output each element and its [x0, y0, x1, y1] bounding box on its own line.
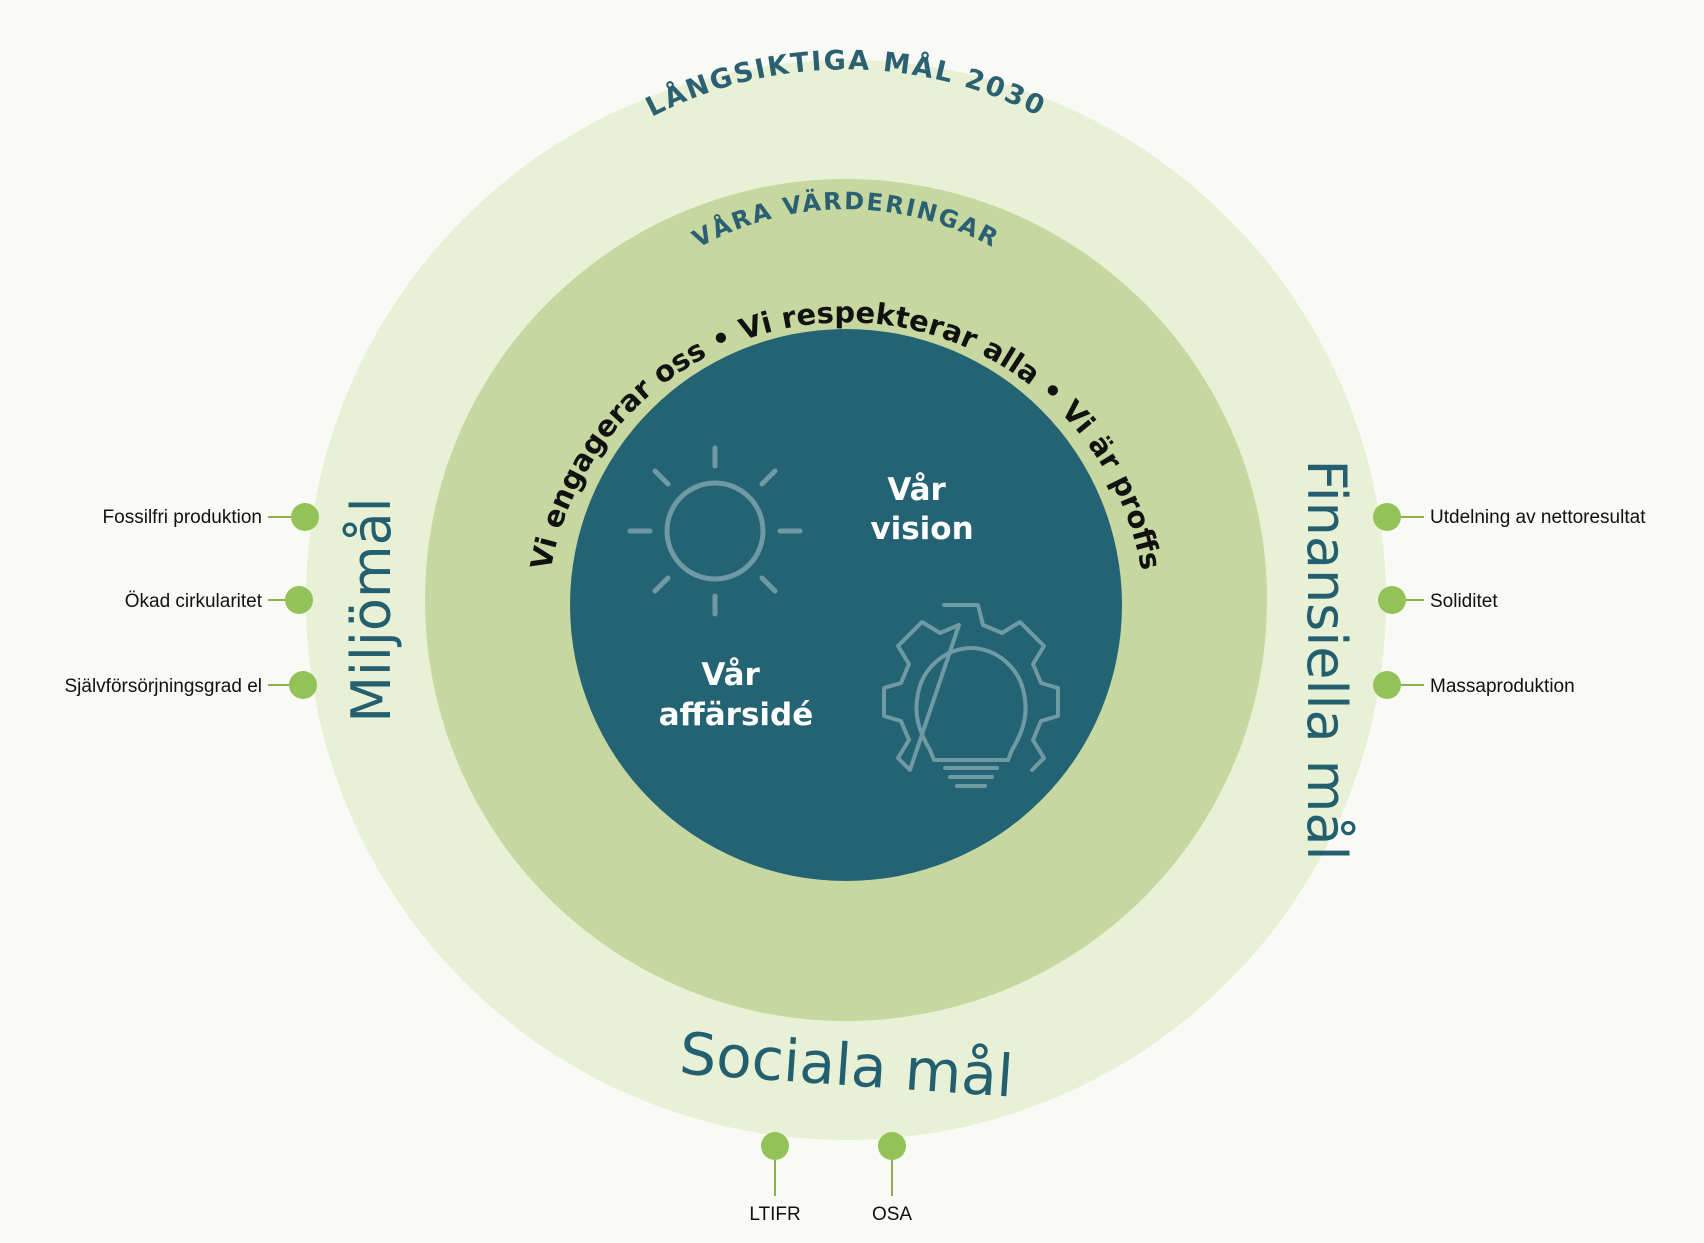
social-goal-item: OSA	[872, 1132, 912, 1225]
financial-goal-item: Soliditet	[1378, 586, 1498, 614]
goal-label: OSA	[872, 1204, 912, 1225]
goal-label: LTIFR	[749, 1204, 800, 1225]
goal-dot	[761, 1132, 789, 1160]
vision-label: Vår vision	[870, 472, 973, 547]
goal-label: Fossilfri produktion	[103, 507, 262, 528]
goal-dot	[285, 586, 313, 614]
financial-goal-item: Massaproduktion	[1373, 671, 1575, 699]
goal-label: Självförsörjningsgrad el	[65, 676, 263, 697]
goal-label: Ökad cirkularitet	[125, 591, 263, 612]
business-idea-label: Vår affärsidé	[659, 657, 814, 733]
goal-dot	[1373, 503, 1401, 531]
financial-goal-item: Utdelning av nettoresultat	[1373, 503, 1646, 531]
goal-dot	[1373, 671, 1401, 699]
center-circle	[570, 329, 1122, 881]
goal-label: Soliditet	[1430, 591, 1498, 612]
goal-label: Massaproduktion	[1430, 676, 1575, 697]
environmental-goal-item: Ökad cirkularitet	[125, 586, 313, 614]
goal-dot	[291, 503, 319, 531]
financial-goals-title: Finansiella mål	[1295, 460, 1358, 861]
environmental-goal-item: Självförsörjningsgrad el	[65, 671, 317, 699]
goal-dot	[289, 671, 317, 699]
goal-label: Utdelning av nettoresultat	[1430, 507, 1646, 528]
environmental-goal-item: Fossilfri produktion	[103, 503, 319, 531]
lightbulb-gear-icon	[882, 603, 1060, 788]
environmental-goals-title: Miljömål	[340, 497, 403, 722]
sun-icon	[627, 445, 803, 617]
social-goal-item: LTIFR	[749, 1132, 801, 1225]
goal-dot	[878, 1132, 906, 1160]
goal-dot	[1378, 586, 1406, 614]
